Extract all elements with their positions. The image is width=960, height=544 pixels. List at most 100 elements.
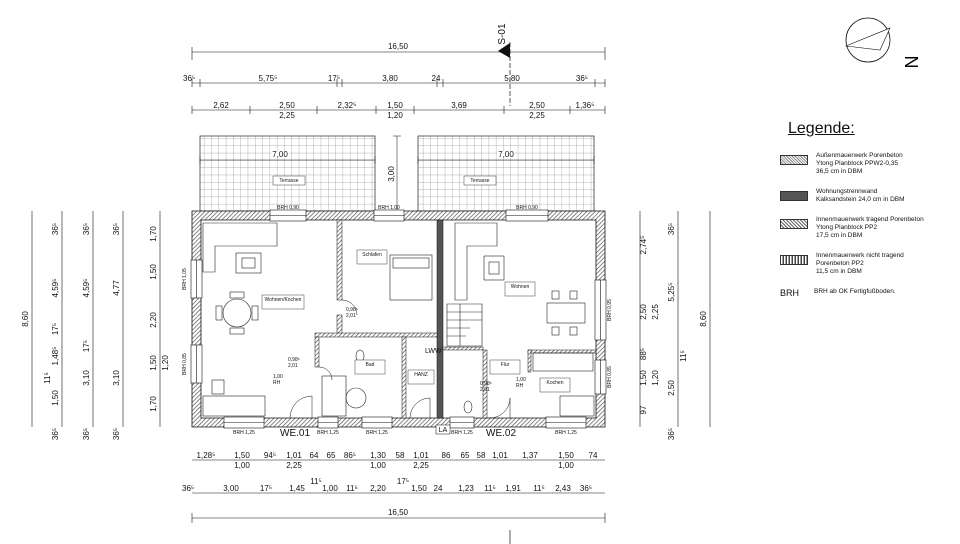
legend-swatch-nonbearing-wall-icon (780, 255, 808, 265)
bottom-dimension-chain-1: 1,28⁵ 1,50 94⁵ 1,01 64 65 86⁵ 1,30 58 1,… (192, 451, 605, 470)
dim-left-c2-2: 17⁵ (82, 340, 91, 352)
dim-top3-3: 1,50 (387, 101, 403, 110)
bottom-dimension-chain-2: 36⁵ 3,00 17⁵ 1,45 11⁵ 1,00 11⁵ 2,20 17⁵ … (182, 477, 605, 494)
dim-bot2-7: 2,20 (370, 484, 386, 493)
north-arrow-icon: N (844, 17, 922, 69)
dim-left-c2-3: 3,10 (82, 370, 91, 386)
room-labels: Wohnen/Kochen Schlafen Bad HANZ Wohnen F… (261, 249, 571, 393)
dim-right-overall: 8,60 (699, 311, 708, 327)
dim-bot1-2: 94⁵ (264, 451, 276, 460)
dim-bot1-11: 65 (461, 451, 470, 460)
dim-right-c2-2: 11⁵ (679, 350, 688, 362)
dim-bot1-5: 65 (327, 451, 336, 460)
dim-bot1-sub-0: 1,00 (234, 461, 250, 470)
dim-bot1-15: 1,50 (558, 451, 574, 460)
unit-label-right: WE.02 (486, 428, 516, 439)
dim-left-c4-1: 1,50 (149, 264, 158, 280)
dim-top3-6: 1,36⁵ (576, 101, 595, 110)
dim-top3-0: 2,62 (213, 101, 229, 110)
legend-text: Wohnungstrennwand (816, 188, 878, 195)
room-terrasse-right: Terrasse (470, 178, 489, 184)
dim-left-c1-0: 36⁵ (51, 223, 60, 235)
dim-bot2-2: 17⁵ (260, 484, 272, 493)
dim-bot1-16: 74 (589, 451, 598, 460)
legend-text: Porenbeton PP2 (816, 260, 864, 267)
dim-bot2-4: 11⁵ (310, 477, 322, 486)
brh-090-label: BRH 0,90 (277, 205, 299, 211)
terrace-right-width: 7,00 (498, 150, 514, 159)
dim-right-c2-0: 36⁵ (667, 223, 676, 235)
dim-left-c3-3: 36⁵ (112, 428, 121, 440)
dim-top3-sub-2: 2,25 (529, 111, 545, 120)
dim-bot1-sub-1: 2,25 (286, 461, 302, 470)
left-dimension-chains (31, 211, 161, 427)
dim-top-overall: 16,50 (388, 42, 409, 51)
brh-085-label-right: BRH 0,85 (607, 366, 613, 388)
room-kochen: Kochen (547, 380, 564, 386)
room-terrasse-left: Terrasse (279, 178, 298, 184)
dim-bot1-6: 86⁵ (344, 451, 356, 460)
exterior-walls (191, 210, 606, 428)
dim-right-c2-1: 5,25⁵ (667, 283, 676, 302)
dim-top3-1: 2,50 (279, 101, 295, 110)
dim-bot1-8: 58 (396, 451, 405, 460)
door-marker-top: 0,98⁵ (346, 307, 358, 313)
legend-text: Ytong Planblock PPW2-0,35 (816, 160, 899, 167)
dim-right-c1-3: 88⁵ (639, 348, 648, 360)
legend-item-brh: BRH BRH ab OK Fertigfußboden. (780, 288, 950, 298)
legend-text: Ytong Planblock PP2 (816, 224, 878, 231)
terrace-depth-dim: 3,00 (387, 135, 401, 212)
top-dimension-chain-2: 36⁵ 5,75⁵ 17⁵ 3,80 24 5,80 36⁵ (183, 74, 606, 87)
legend-brh-text: BRH ab OK Fertigfußboden. (814, 288, 896, 295)
dim-left-c4-5: 1,70 (149, 396, 158, 412)
brh-090-label-right: BRH 0,90 (516, 205, 538, 211)
lww-marker: LWW (425, 348, 442, 355)
dim-top3-sub-0: 2,25 (279, 111, 295, 120)
dim-bot1-4: 64 (310, 451, 319, 460)
dim-bot1-9: 1,01 (413, 451, 429, 460)
dim-right-c1-5: 1,20 (651, 370, 660, 386)
door-marker-4-bottom: 2,01 (480, 387, 490, 393)
legend-text: 17,5 cm in DBM (816, 232, 863, 239)
brh-125-label-2: BRH 1,25 (317, 430, 339, 436)
dim-top3-2: 2,32⁵ (338, 101, 357, 110)
dim-bottom-overall: 16,50 (388, 508, 409, 517)
dim-left-c1-4: 11⁵ (43, 372, 52, 384)
room-hanz: HANZ (414, 372, 428, 378)
dim-bot2-10: 24 (434, 484, 443, 493)
dim-left-c1-3: 1,48⁵ (51, 347, 60, 366)
brh-125-label-3: BRH 1,25 (366, 430, 388, 436)
dim-left-overall: 8,60 (21, 311, 30, 327)
door-marker-2-top: 0,98⁵ (288, 357, 300, 363)
legend-text: Innenmauerwerk nicht tragend (816, 252, 904, 259)
room-wohnen-kochen: Wohnen/Kochen (265, 297, 302, 303)
door-marker-3-bottom: RH (273, 380, 281, 386)
dim-bot2-0: 36⁵ (182, 484, 194, 493)
terrace-left: 7,00 Terrasse (199, 135, 376, 212)
legend-text: 36,5 cm in DBM (816, 168, 863, 175)
room-wohnen: Wohnen (511, 284, 530, 290)
legend-item: Wohnungstrennwand Kalksandstein 24,0 cm … (780, 188, 950, 204)
unit-label-left: WE.01 (280, 428, 310, 439)
door-marker-2-bottom: 2,01 (288, 363, 298, 369)
dim-bot1-12: 58 (477, 451, 486, 460)
legend-title: Legende: (788, 120, 855, 137)
dim-top2-1: 5,75⁵ (259, 74, 278, 83)
dim-bot1-sub-4: 1,00 (558, 461, 574, 470)
dim-left-c1-2: 17⁵ (51, 323, 60, 335)
legend-item: Innenmauerwerk tragend Porenbeton Ytong … (780, 216, 950, 240)
brh-125-label-5: BRH 1,25 (555, 430, 577, 436)
furniture (202, 222, 595, 417)
dim-bot2-3: 1,45 (289, 484, 305, 493)
dim-bot2-15: 2,43 (555, 484, 571, 493)
dim-bot2-16: 36⁵ (580, 484, 592, 493)
dim-left-c4-0: 1,70 (149, 226, 158, 242)
dim-top2-4: 24 (432, 74, 441, 83)
dim-bot2-14: 11⁵ (533, 484, 545, 493)
dim-left-c4-2: 2,20 (149, 312, 158, 328)
room-schlafen: Schlafen (362, 252, 382, 258)
dim-left-c1-1: 4,59⁵ (51, 279, 60, 298)
brh-125-label-1: BRH 1,25 (233, 430, 255, 436)
dim-bot1-1: 1,50 (234, 451, 250, 460)
legend-text: 11,5 cm in DBM (816, 268, 862, 275)
